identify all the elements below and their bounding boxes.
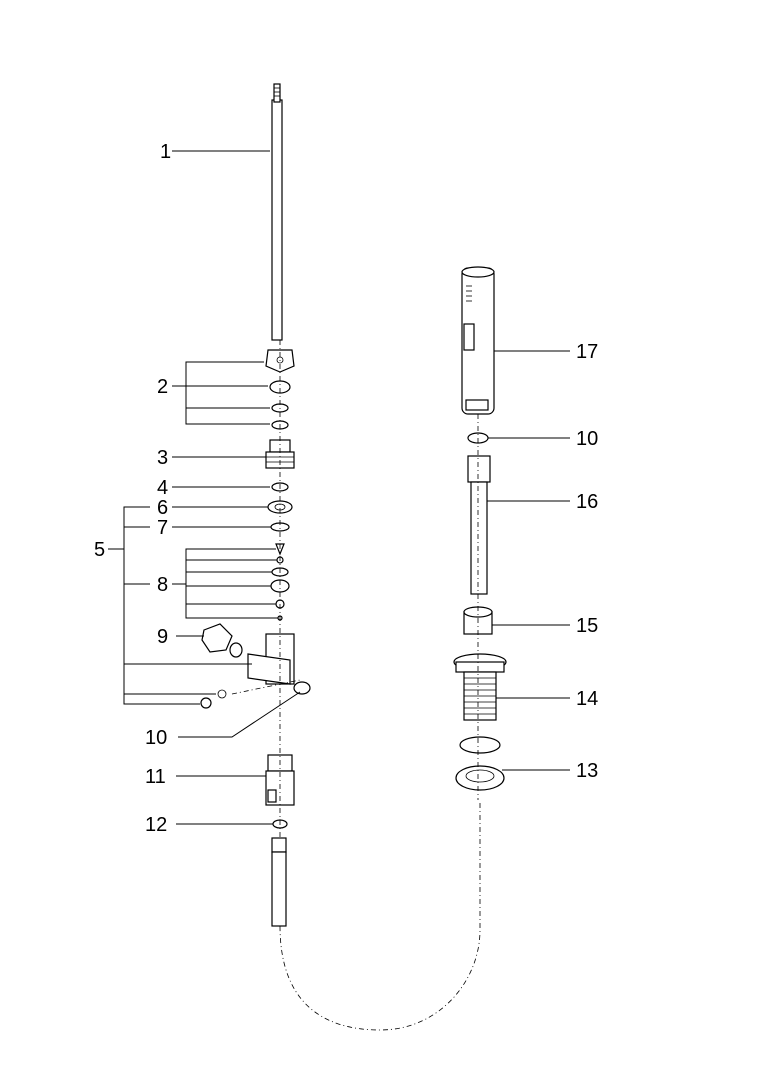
label-part-9: 9 (157, 626, 168, 648)
hose-path (279, 800, 481, 1031)
label-part-15: 15 (576, 615, 598, 637)
label-part-8: 8 (157, 574, 168, 596)
label-part-13: 13 (576, 760, 598, 782)
label-part-11: 11 (145, 766, 166, 788)
label-part-5: 5 (94, 539, 105, 561)
label-part-6: 6 (157, 497, 168, 519)
label-part-3: 3 (157, 447, 168, 469)
leader-lines (108, 150, 570, 825)
label-part-14: 14 (576, 688, 598, 710)
part-9-nut (201, 623, 243, 658)
label-part-10-right: 10 (576, 428, 598, 450)
label-part-1: 1 (160, 141, 171, 163)
part-17-hand-shower (461, 266, 495, 415)
label-part-12: 12 (145, 814, 167, 836)
label-part-16: 16 (576, 491, 598, 513)
label-part-2: 2 (157, 376, 168, 398)
part-14-flange (453, 653, 507, 721)
label-part-10-left: 10 (145, 727, 167, 749)
label-part-4: 4 (157, 477, 168, 499)
valve-body (200, 633, 311, 709)
lower-hose (271, 837, 287, 927)
part-1-rod (271, 83, 283, 341)
label-part-7: 7 (157, 517, 168, 539)
part-16-hose (467, 455, 491, 595)
part-13-rings (455, 736, 505, 791)
label-part-17: 17 (576, 341, 598, 363)
